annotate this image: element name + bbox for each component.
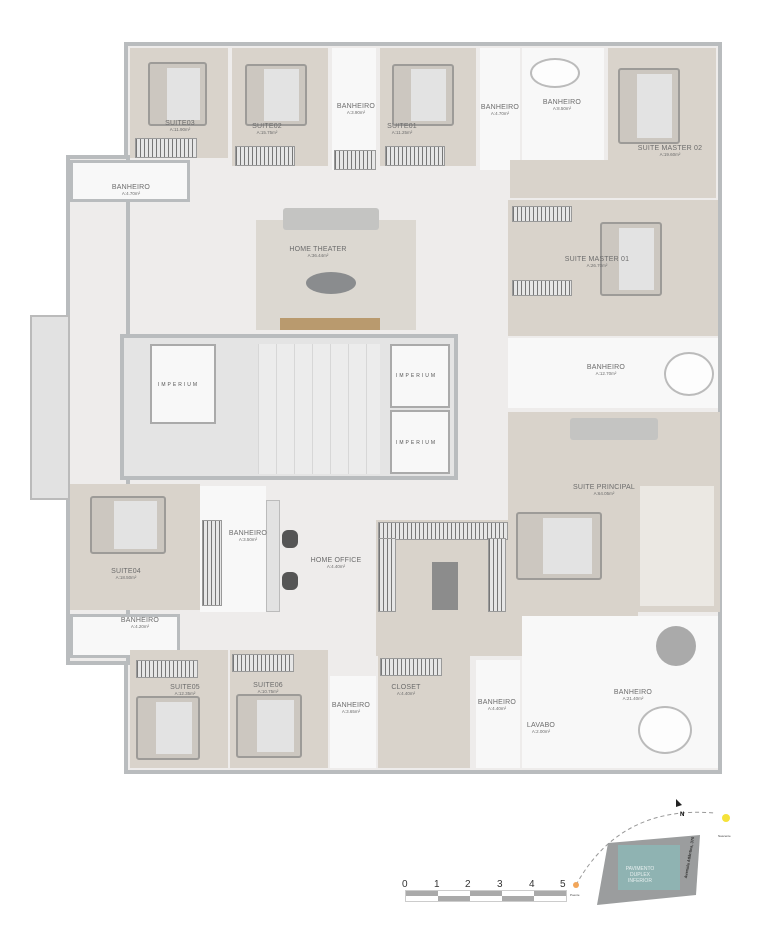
bed — [236, 694, 302, 758]
elevator — [390, 344, 450, 408]
bath-3-65 — [330, 676, 376, 768]
site-label: PAVIMENTO DUPLEX INFERIOR — [625, 866, 655, 884]
scale-tick: 5 — [560, 879, 566, 890]
bath-4-40 — [476, 660, 520, 768]
tv-console — [280, 318, 380, 330]
scale-tick: 2 — [465, 879, 471, 890]
wardrobe — [136, 660, 198, 678]
wardrobe — [232, 654, 294, 672]
bathtub — [638, 706, 692, 754]
desk — [266, 500, 280, 612]
wardrobe — [380, 658, 442, 676]
chair — [282, 530, 298, 548]
elevator-brand: IMPERIUM — [396, 373, 437, 379]
scale-tick: 4 — [529, 879, 535, 890]
armchair — [656, 626, 696, 666]
elevator-brand: IMPERIUM — [396, 440, 437, 446]
rug — [640, 486, 714, 606]
wardrobe — [385, 146, 445, 166]
island — [432, 562, 458, 610]
wardrobe — [488, 538, 506, 612]
bath-west — [70, 160, 190, 202]
sofa — [283, 208, 379, 230]
bathtub — [664, 352, 714, 396]
elevator — [150, 344, 216, 424]
elevator-brand: IMPERIUM — [158, 382, 199, 388]
scale-tick: 0 — [402, 879, 408, 890]
scale-tick: 1 — [434, 879, 440, 890]
bed — [245, 64, 307, 126]
chair — [282, 572, 298, 590]
wardrobe — [334, 150, 376, 170]
north-arrow-icon — [676, 799, 682, 807]
elevator — [390, 410, 450, 474]
wardrobe — [202, 520, 222, 606]
coffee-table — [306, 272, 356, 294]
bath-3-90 — [332, 48, 376, 170]
scale-bar — [405, 890, 567, 902]
bed — [136, 696, 200, 760]
wardrobe — [135, 138, 197, 158]
sunset-icon — [573, 882, 579, 888]
scale-tick: 3 — [497, 879, 503, 890]
wardrobe — [512, 206, 572, 222]
bed — [148, 62, 207, 126]
suite-master-02-hall — [510, 160, 608, 198]
bed — [516, 512, 602, 580]
sunrise-label: Nascente — [718, 834, 731, 838]
north-label: N — [680, 812, 685, 818]
building-footprint — [618, 845, 680, 890]
bed — [392, 64, 454, 126]
bed — [618, 68, 680, 144]
stair-core — [258, 344, 380, 474]
bath-4-70 — [480, 48, 520, 170]
bath-4-20 — [70, 614, 180, 658]
wardrobe — [378, 538, 396, 612]
sunrise-icon — [722, 814, 730, 822]
bed — [600, 222, 662, 296]
wardrobe — [235, 146, 295, 166]
bathtub — [530, 58, 580, 88]
sunset-label: Poente — [570, 893, 580, 897]
site-locator — [573, 799, 730, 905]
sofa — [570, 418, 658, 440]
wardrobe — [512, 280, 572, 296]
bed — [90, 496, 166, 554]
balcony — [30, 315, 70, 500]
wardrobe — [378, 522, 508, 540]
